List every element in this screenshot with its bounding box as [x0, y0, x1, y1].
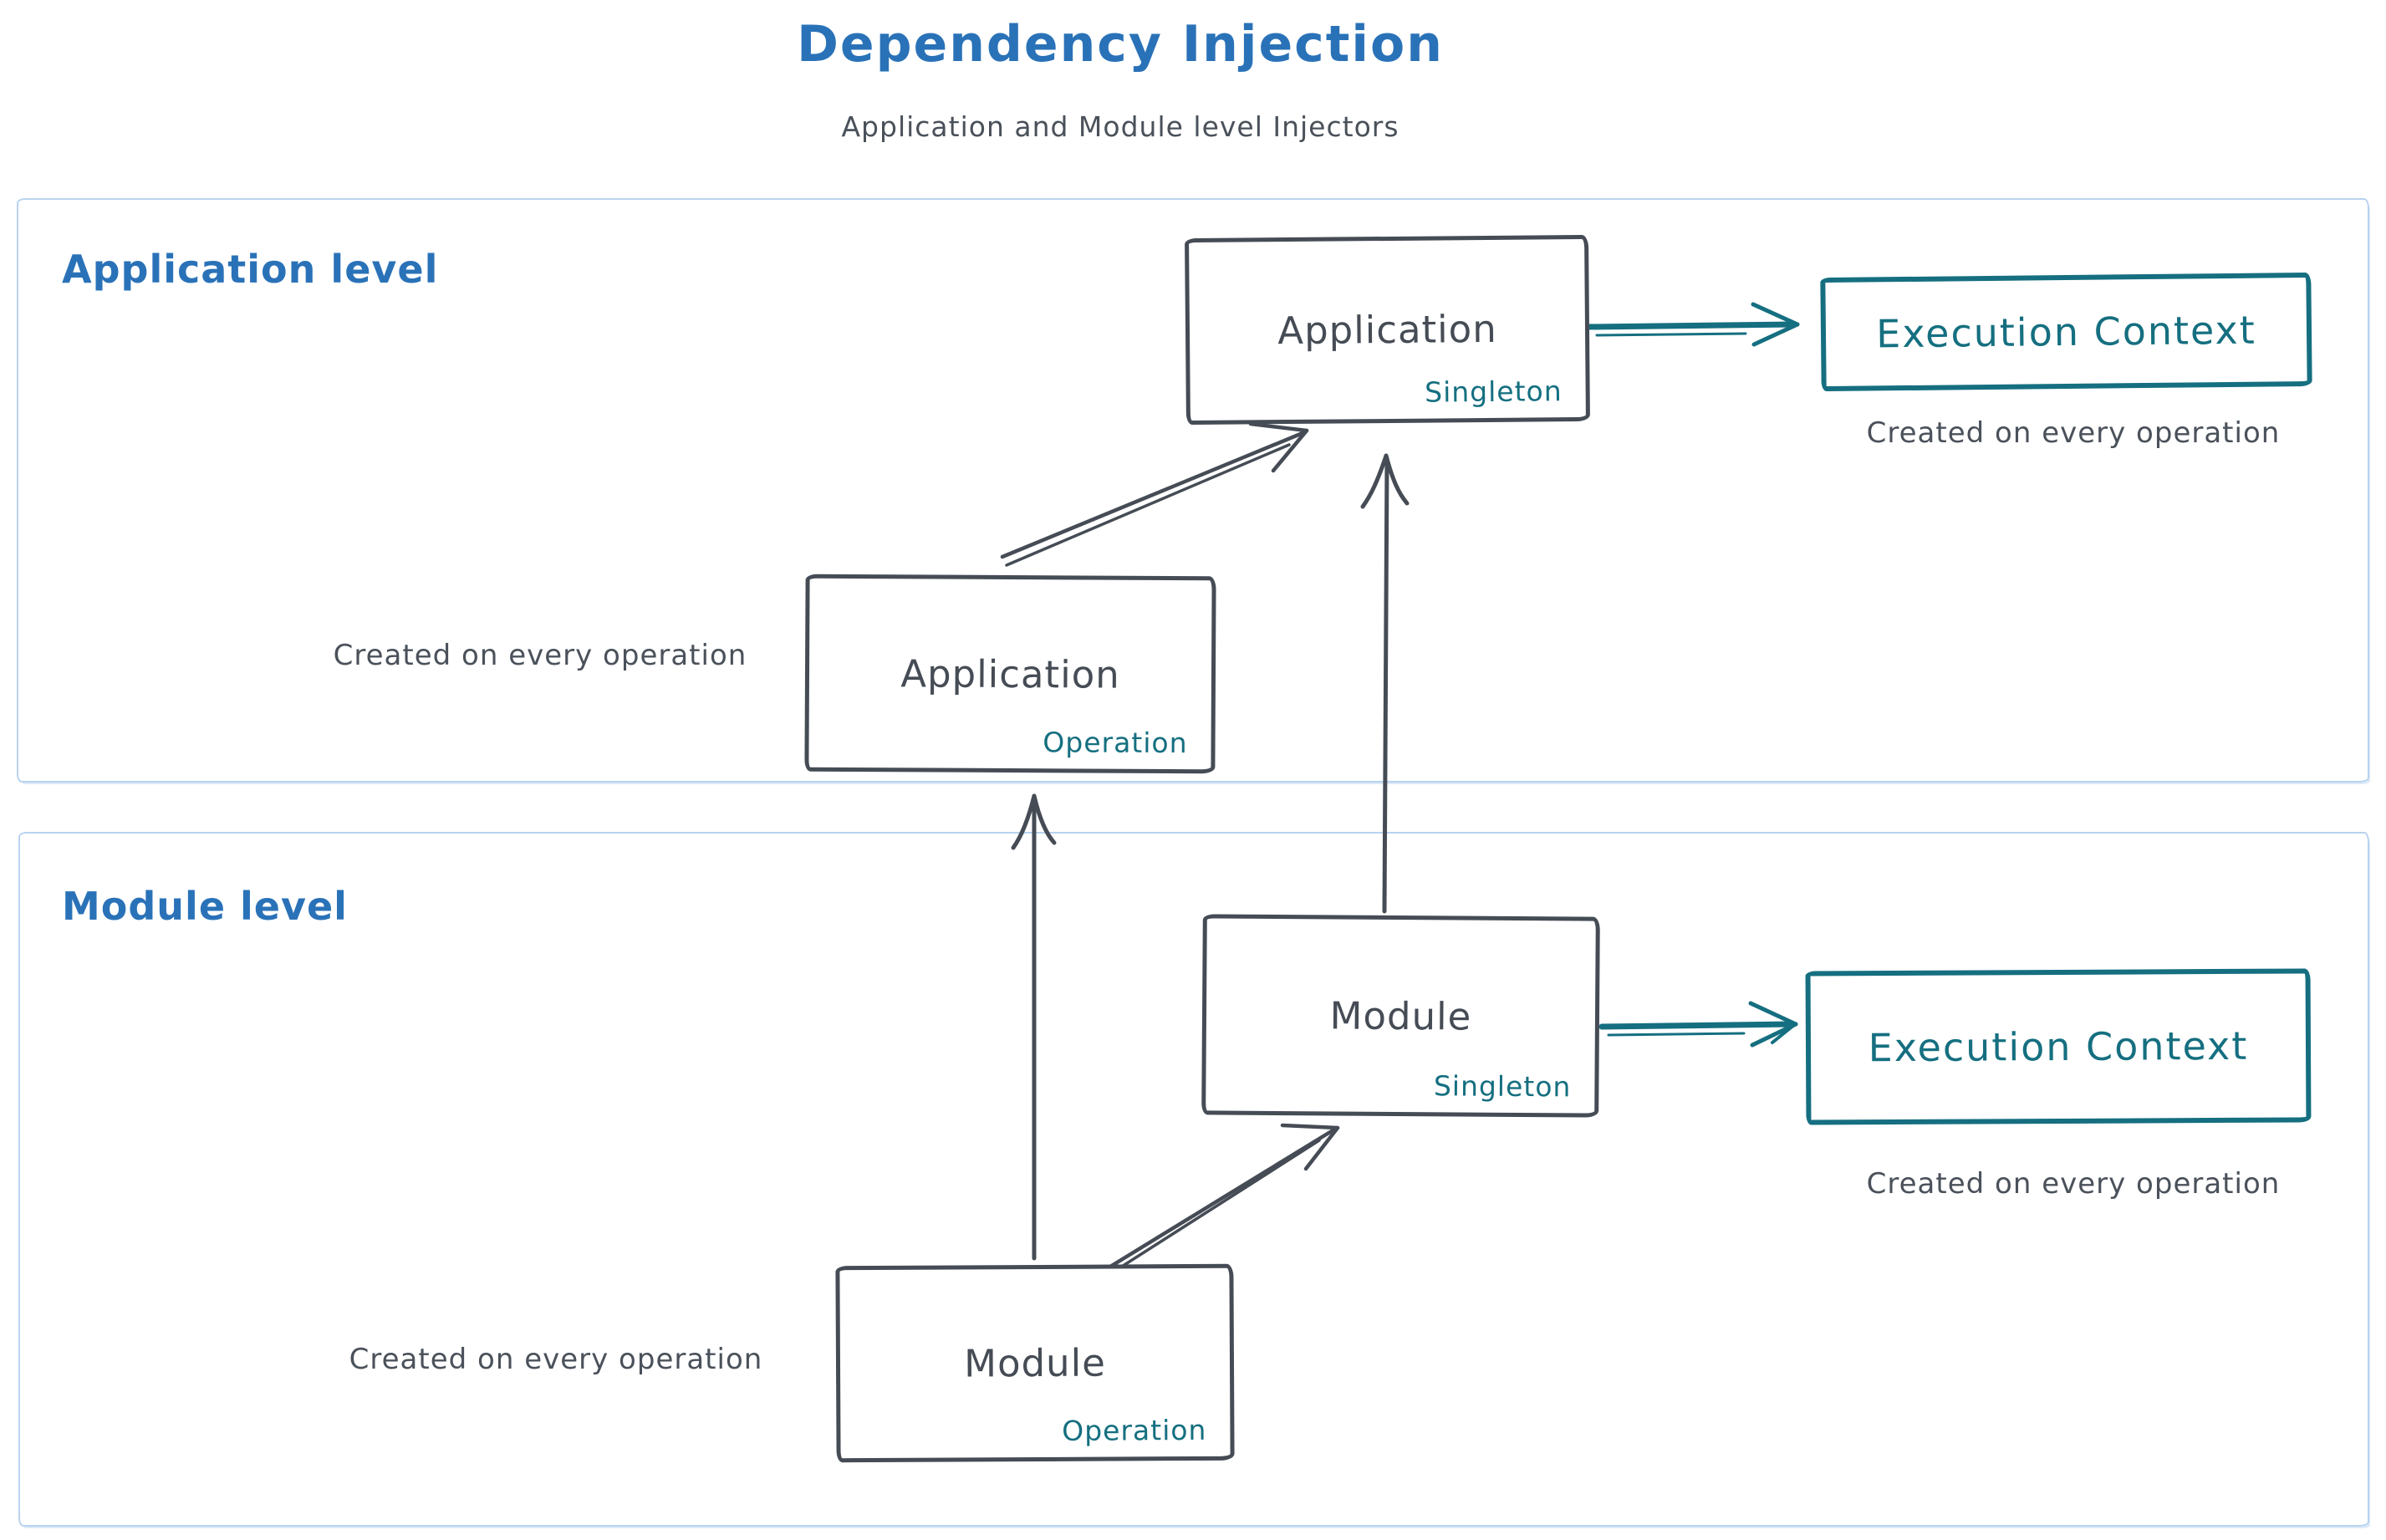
- module-operation-scope: Operation: [1062, 1413, 1207, 1447]
- diagram-subtitle: Application and Module level Injectors: [841, 110, 1399, 143]
- application-execution-context-box: Execution Context: [1820, 272, 2312, 392]
- module-singleton-name: Module: [1329, 992, 1472, 1039]
- application-level-container: Application level: [17, 198, 2369, 783]
- module-execution-context-box: Execution Context: [1805, 968, 2312, 1125]
- application-level-label: Application level: [62, 247, 439, 292]
- diagram-title: Dependency Injection: [797, 15, 1444, 74]
- module-operation-caption: Created on every operation: [349, 1343, 763, 1376]
- module-execution-context-label: Execution Context: [1868, 1022, 2249, 1071]
- application-singleton-box: Application Singleton: [1185, 234, 1590, 426]
- application-singleton-scope: Singleton: [1424, 375, 1563, 409]
- application-operation-box: Application Operation: [804, 574, 1216, 774]
- application-operation-name: Application: [900, 650, 1120, 697]
- application-operation-caption: Created on every operation: [333, 639, 747, 672]
- application-execution-context-caption: Created on every operation: [1866, 416, 2281, 450]
- module-execution-context-caption: Created on every operation: [1866, 1167, 2281, 1201]
- module-singleton-scope: Singleton: [1433, 1069, 1572, 1104]
- module-level-label: Module level: [62, 884, 348, 929]
- module-level-container: Module level: [18, 832, 2369, 1527]
- module-singleton-box: Module Singleton: [1201, 914, 1600, 1118]
- module-operation-name: Module: [964, 1340, 1106, 1386]
- application-singleton-name: Application: [1277, 306, 1497, 354]
- application-operation-scope: Operation: [1043, 726, 1188, 760]
- module-operation-box: Module Operation: [835, 1263, 1235, 1463]
- application-execution-context-label: Execution Context: [1875, 307, 2257, 357]
